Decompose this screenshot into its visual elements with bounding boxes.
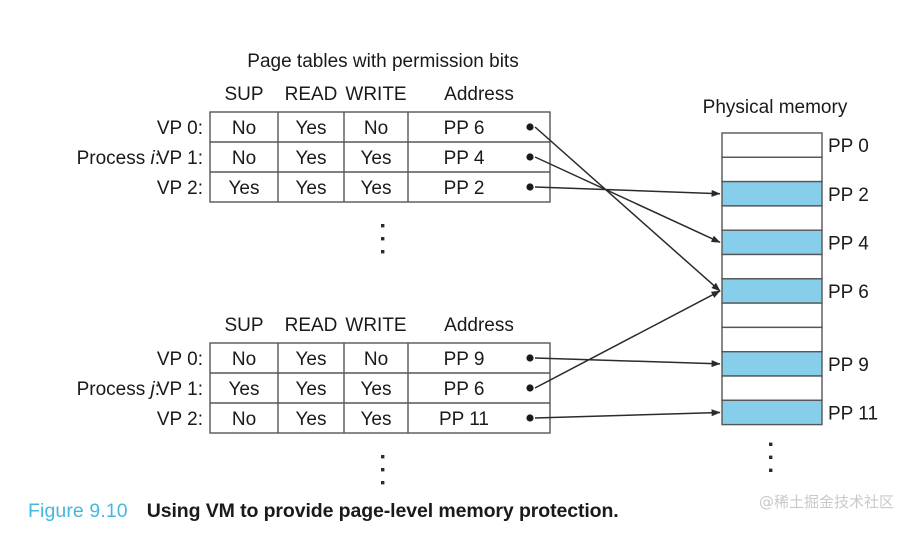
vp-label-0-0: VP 0: [157,118,203,139]
table-outline [209,111,551,203]
cell-sup-1-0: No [232,349,256,370]
cell-address-0-2: PP 2 [444,178,485,199]
cell-address-1-2: PP 11 [439,409,489,430]
memory-frame-10 [721,375,823,401]
watermark: @稀土掘金技术社区 [758,493,894,511]
vp-label-1-2: VP 2: [157,409,203,430]
cell-write-1-2: Yes [361,409,392,430]
memory-frame-5 [721,253,823,280]
memory-frame-1 [721,156,823,183]
diagram-title: Page tables with permission bits [247,51,518,72]
cell-address-0-1: PP 4 [444,148,485,169]
caption-figure-number: Figure 9.10 [28,500,128,522]
process-label-j: Process j: [77,379,160,400]
caption-text: Using VM to provide page-level memory pr… [146,500,619,522]
vp-label-0-2: VP 2: [157,178,203,199]
cell-write-1-1: Yes [361,379,392,400]
connector-dot-1-0 [526,354,534,362]
physical-memory-layer: PP 0 PP 2 PP 4 PP 6 PP 9 PP 11 [721,132,878,472]
table-ellipsis-dot [381,237,385,241]
column-header-sup: SUP [224,315,263,336]
cell-sup-0-2: Yes [229,178,260,199]
table-ellipsis-dot [381,224,385,228]
memory-frame-3 [721,205,823,231]
column-header-write: WRITE [345,315,406,336]
connector-dot-1-2 [526,414,534,422]
column-header-address: Address [444,315,514,336]
mapping-arrow-3 [534,357,721,368]
cell-write-0-0: No [364,118,388,139]
memory-frame-label-11: PP 11 [828,403,878,424]
table-ellipsis-dot [381,481,385,485]
mapping-arrow-1 [534,156,721,244]
cell-sup-0-1: No [232,148,256,169]
column-header-sup: SUP [224,84,263,105]
mapping-arrows-layer [534,126,721,419]
mapping-arrow-0 [534,126,721,292]
connector-dot-1-1 [526,384,534,392]
vp-label-1-0: VP 0: [157,349,203,370]
memory-ellipsis-dot [769,468,773,472]
column-header-write: WRITE [345,84,406,105]
connector-dot-0-1 [526,153,534,161]
memory-frame-label-6: PP 6 [828,282,869,303]
cell-sup-1-1: Yes [229,379,260,400]
memory-frame-11 [721,399,823,426]
cell-read-0-2: Yes [296,178,327,199]
figure-caption: Figure 9.10 Using VM to provide page-lev… [28,500,619,523]
vp-label-0-1: VP 1: [157,148,203,169]
memory-frame-label-9: PP 9 [828,355,869,376]
memory-frame-7 [721,302,823,329]
vp-label-1-1: VP 1: [157,379,203,400]
memory-frame-0 [721,132,823,158]
cell-address-0-0: PP 6 [444,118,485,139]
memory-frame-label-4: PP 4 [828,233,869,254]
cell-write-0-1: Yes [361,148,392,169]
cell-read-1-2: Yes [296,409,327,430]
mapping-arrow-2 [534,186,721,197]
cell-read-0-1: Yes [296,148,327,169]
cell-read-0-0: Yes [296,118,327,139]
cell-address-1-1: PP 6 [444,379,485,400]
cell-read-1-0: Yes [296,349,327,370]
cell-read-1-1: Yes [296,379,327,400]
physical-memory-title: Physical memory [703,97,848,118]
table-ellipsis-dot [381,250,385,254]
connector-dot-0-2 [526,183,534,191]
mapping-arrow-5 [534,409,721,419]
memory-frame-4 [721,229,823,256]
column-header-address: Address [444,84,514,105]
column-header-read: READ [285,84,338,105]
column-header-read: READ [285,315,338,336]
memory-ellipsis-dot [769,442,773,446]
memory-frame-label-0: PP 0 [828,136,869,157]
cell-sup-0-0: No [232,118,256,139]
memory-frame-8 [721,326,823,353]
table-outline [209,342,551,434]
memory-frame-label-2: PP 2 [828,185,869,206]
cell-address-1-0: PP 9 [444,349,485,370]
process-label-i: Process i: [77,148,160,169]
table-ellipsis-dot [381,455,385,459]
cell-write-0-2: Yes [361,178,392,199]
cell-sup-1-2: No [232,409,256,430]
memory-frame-6 [721,278,823,304]
table-ellipsis-dot [381,468,385,472]
memory-frame-2 [721,180,823,207]
connector-dot-0-0 [526,123,534,131]
memory-ellipsis-dot [769,455,773,459]
memory-frame-9 [721,351,823,377]
cell-write-1-0: No [364,349,388,370]
mapping-arrow-4 [534,290,721,389]
